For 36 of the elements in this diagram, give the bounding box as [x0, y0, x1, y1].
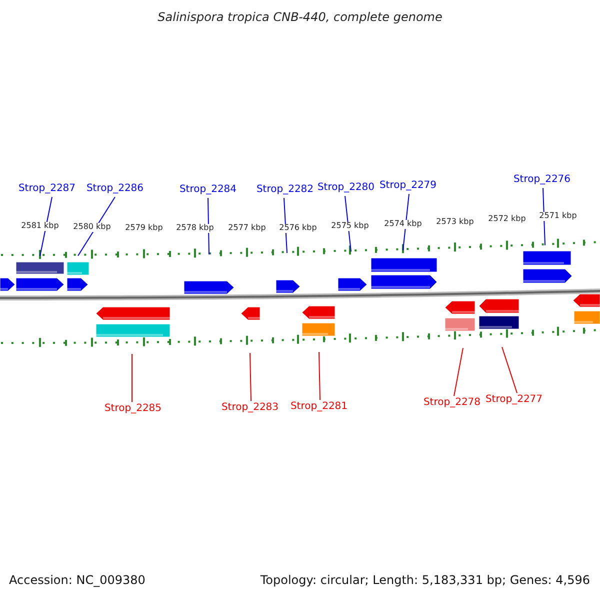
gene-label: Strop_2281	[290, 401, 348, 412]
gene-label: Strop_2279	[379, 180, 437, 191]
scale-label: 2579 kbp	[124, 224, 164, 233]
scale-label: 2580 kbp	[72, 223, 112, 232]
leader-line	[318, 352, 320, 400]
gene-label: Strop_2276	[513, 174, 571, 185]
gene-label: Strop_2277	[485, 394, 543, 405]
topology-text: Topology: circular; Length: 5,183,331 bp; Genes: 4,596	[260, 574, 590, 587]
scale-label: 2575 kbp	[330, 222, 370, 231]
scale-label: 2581 kbp	[20, 222, 60, 231]
title: Salinispora tropica CNB-440, complete genome	[158, 10, 442, 24]
gene-label: Strop_2282	[256, 184, 314, 195]
gene-label: Strop_2286	[86, 183, 144, 194]
leader-line	[344, 196, 352, 252]
scale-label: 2574 kbp	[383, 220, 423, 229]
scale-label: 2572 kbp	[487, 215, 527, 224]
leader-line	[250, 352, 252, 402]
gene-label: Strop_2287	[18, 183, 76, 194]
gene-label: Strop_2285	[104, 403, 162, 414]
leader-line	[454, 348, 464, 396]
gene-label: Strop_2284	[179, 184, 237, 195]
scale-label: 2578 kbp	[175, 224, 215, 233]
accession-text: Accession: NC_009380	[9, 574, 146, 587]
scale-label: 2576 kbp	[278, 224, 318, 233]
scale-label: 2577 kbp	[227, 224, 267, 233]
leader-line	[542, 188, 546, 246]
leader-line	[402, 194, 410, 251]
leader-line	[208, 198, 210, 255]
leader-line	[40, 196, 52, 256]
scale-label: 2573 kbp	[435, 218, 475, 227]
scale-label: 2571 kbp	[538, 212, 578, 221]
gene-label: Strop_2280	[317, 182, 375, 193]
gene-label: Strop_2283	[221, 402, 279, 413]
leader-line	[78, 196, 116, 256]
leader-line	[502, 346, 518, 394]
gene-label: Strop_2278	[423, 397, 481, 408]
